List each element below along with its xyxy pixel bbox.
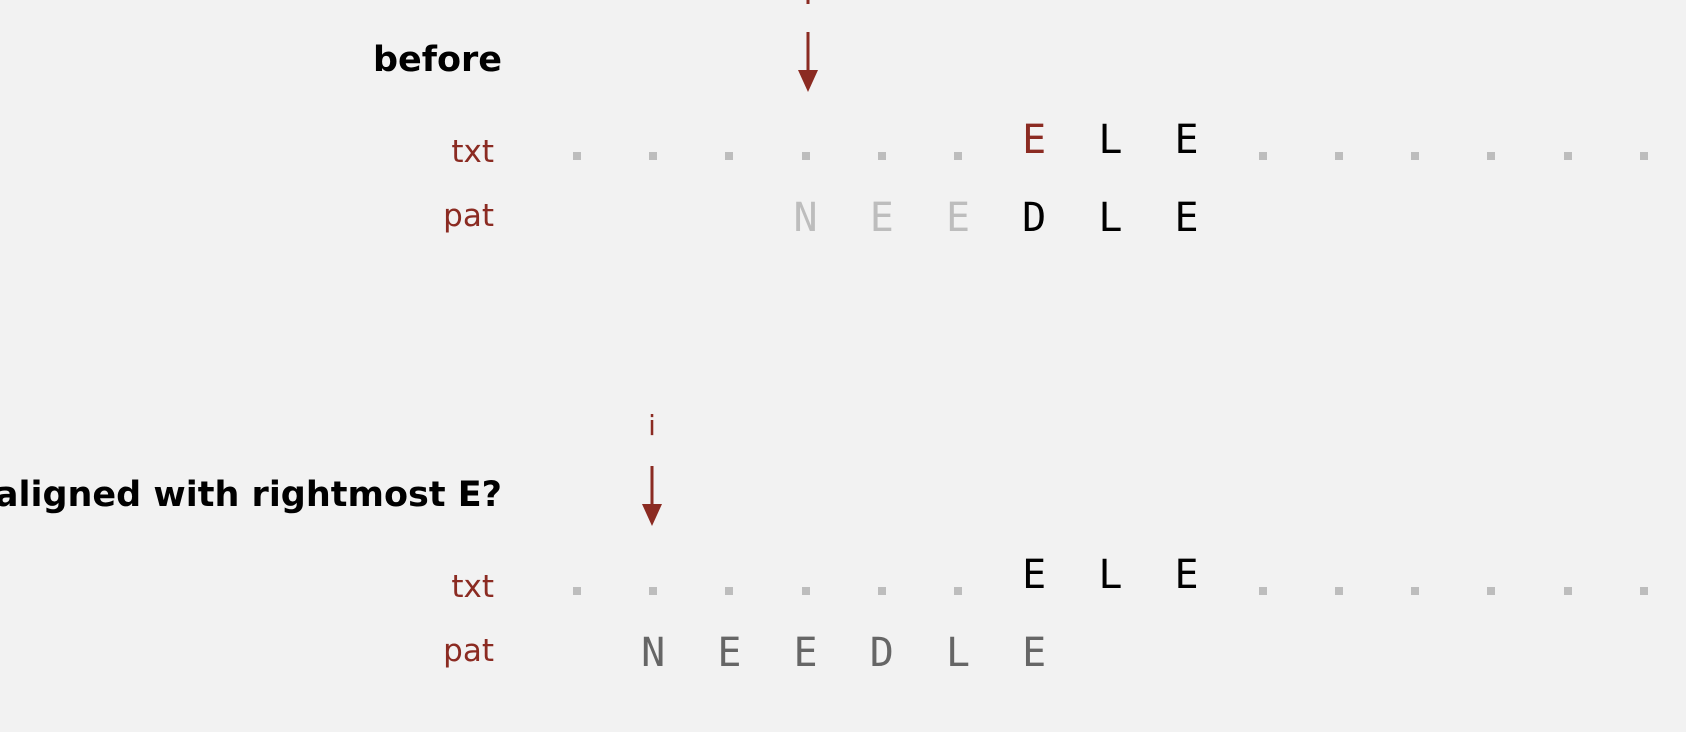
txt-dot [801,152,810,160]
txt-dot [573,152,581,160]
txt-dot [1487,587,1496,595]
panel-before-txt-label: txt [451,134,494,170]
txt-dot [1335,587,1343,595]
pointer-i-label: i [648,409,656,442]
panel-aligned-pat-label: pat [443,633,494,669]
txt-dot [725,587,734,595]
txt-char: L [1098,552,1123,598]
pat-char: D [869,630,894,676]
pat-char: E [945,195,971,241]
txt-dot [801,587,810,595]
txt-char: E [1174,552,1199,598]
txt-dot [649,587,658,595]
pat-char: E [717,630,742,676]
txt-char: L [1098,117,1123,163]
txt-dot [1639,152,1648,160]
txt-dot [649,152,658,160]
txt-dot [1335,152,1343,160]
txt-dot [573,587,581,595]
panel-aligned-txt-label: txt [451,569,494,605]
txt-char: E [1022,117,1047,163]
txt-dot [1258,152,1267,160]
pat-char: E [1022,630,1047,676]
txt-dot [954,152,962,160]
txt-char: E [1022,552,1047,598]
txt-dot [1563,152,1572,160]
pat-char: D [1022,195,1047,241]
pat-char: E [793,630,818,676]
txt-char: E [1174,117,1199,163]
pat-char: E [1174,195,1199,241]
pointer-arrow-before [798,0,818,92]
txt-dot [877,152,886,160]
pat-char: N [641,630,666,676]
pat-char: E [869,195,894,241]
pointer-arrow-aligned [642,466,662,526]
txt-dot [954,587,962,595]
txt-dot [877,587,886,595]
txt-dot [1639,587,1648,595]
txt-dot [1411,587,1420,595]
pat-char: L [945,630,971,676]
txt-dot [1487,152,1496,160]
txt-dot [1258,587,1267,595]
txt-dot [1411,152,1420,160]
pat-char: N [793,195,818,241]
panel-before-pat-label: pat [443,198,494,234]
panel-aligned-heading: aligned with rightmost E? [0,475,502,515]
txt-dot [725,152,734,160]
txt-dot [1563,587,1572,595]
panel-before-heading: before [372,40,502,80]
pat-char: L [1098,195,1123,241]
